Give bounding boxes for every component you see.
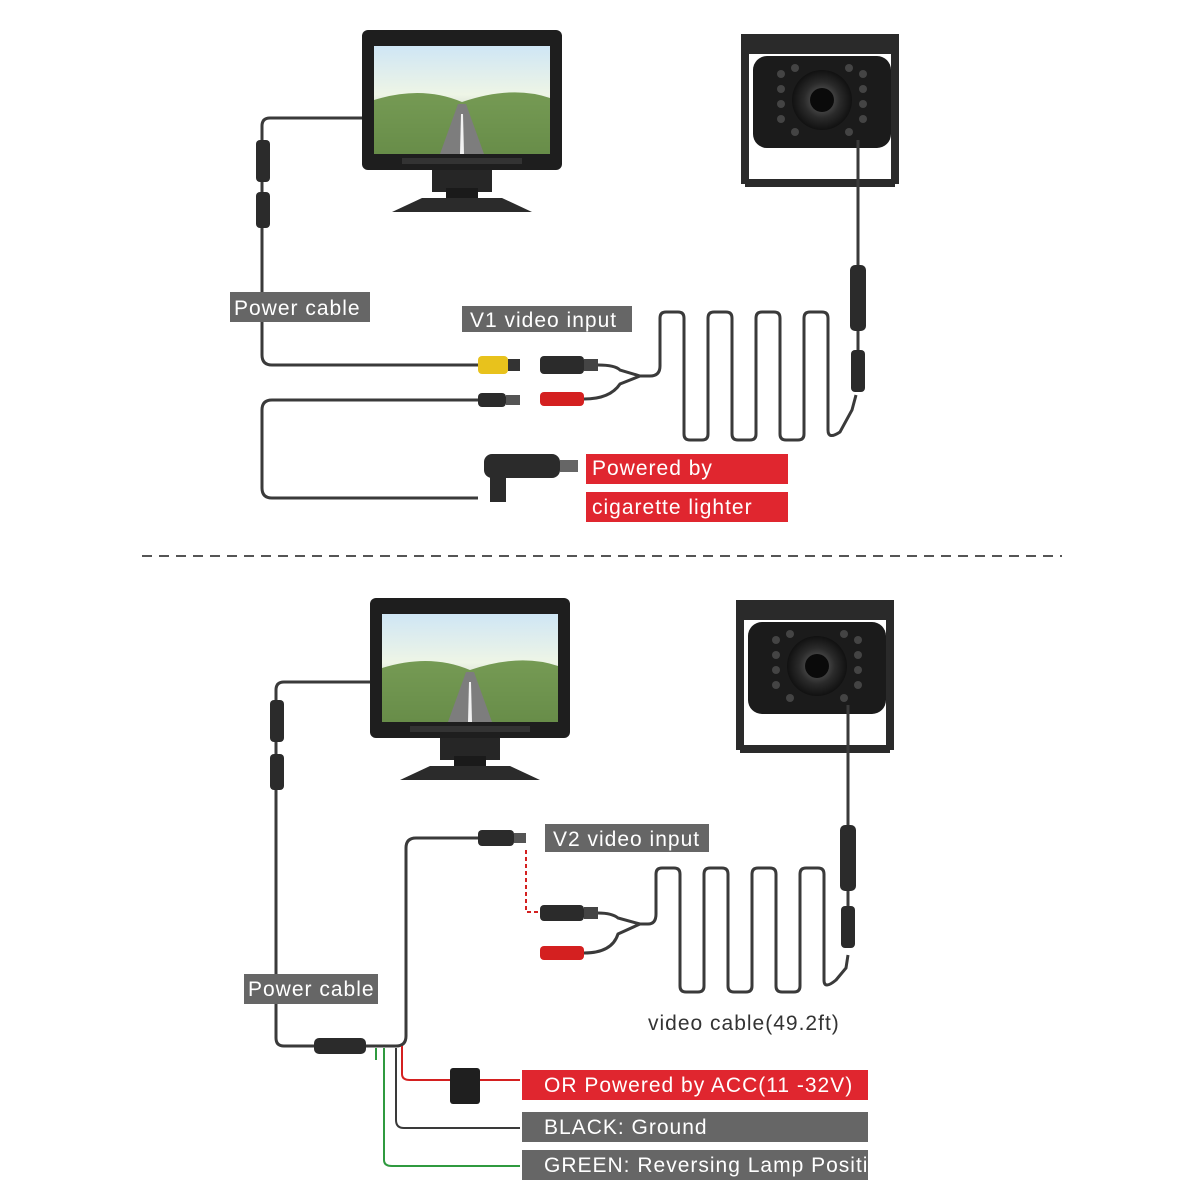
cigarette-lighter-plug-icon	[484, 454, 578, 502]
acc-power-label: OR Powered by ACC(11 -32V)	[544, 1074, 853, 1097]
v1-video-input-label: V1 video input	[470, 309, 617, 332]
relay-box-icon	[450, 1068, 480, 1104]
lighter-cable	[260, 398, 478, 500]
rca-connector-icon	[540, 356, 598, 374]
aviation-connector-icon	[850, 265, 866, 331]
v2-video-input-label: V2 video input	[553, 828, 700, 851]
bottom-power-cable-label: Power cable	[248, 978, 375, 1001]
monitor-power-cable	[274, 680, 370, 1048]
rca-connector-icon	[540, 905, 598, 921]
powered-by-label: Powered by	[592, 457, 713, 480]
cigarette-lighter-label: cigarette lighter	[592, 496, 753, 519]
aviation-connector-icon	[256, 192, 270, 228]
green-reverse-wire	[383, 1048, 520, 1167]
black-ground-wire	[395, 1048, 520, 1129]
backup-camera-icon	[736, 600, 894, 753]
green-reversing-label: GREEN: Reversing Lamp Positive	[544, 1154, 893, 1177]
monitor-icon	[362, 30, 562, 212]
red-power-connector	[540, 392, 584, 406]
aviation-connector-icon	[851, 350, 865, 392]
red-power-connector	[540, 946, 584, 960]
aviation-connector-icon	[270, 754, 284, 790]
monitor-icon	[370, 598, 570, 780]
rca-connector-icon	[478, 830, 526, 846]
bottom-wiring-diagram: V2 video input Power cable video cable(4…	[244, 598, 894, 1180]
red-acc-wire	[401, 1046, 450, 1081]
video-cable	[640, 310, 858, 442]
dc-connector-icon	[478, 393, 520, 407]
aviation-connector-icon	[270, 700, 284, 742]
aviation-connector-icon	[256, 140, 270, 182]
video-cable-label: video cable(49.2ft)	[648, 1012, 840, 1035]
top-wiring-diagram: Power cable V1 video input Powered by ci…	[230, 30, 899, 522]
black-ground-label: BLACK: Ground	[544, 1116, 708, 1139]
monitor-power-cable	[260, 116, 478, 367]
top-power-cable-label: Power cable	[234, 297, 361, 320]
backup-camera-icon	[741, 34, 899, 187]
rca-connector-icon	[478, 356, 520, 374]
video-cable	[640, 866, 850, 994]
power-lead	[366, 836, 478, 1048]
inline-fuse-icon	[314, 1038, 366, 1054]
aviation-connector-icon	[841, 906, 855, 948]
aviation-connector-icon	[840, 825, 856, 891]
